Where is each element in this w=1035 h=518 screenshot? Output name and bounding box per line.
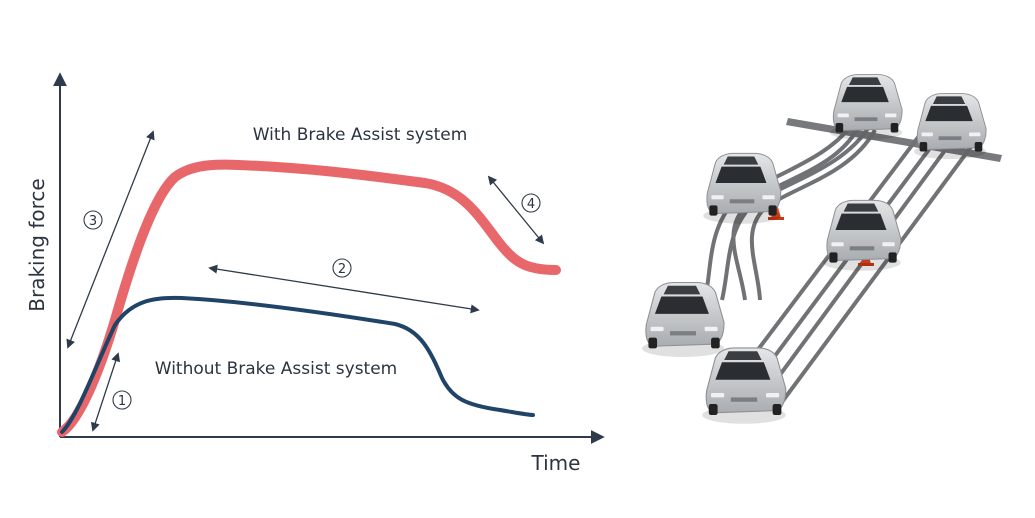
braking-test-illustration [641, 74, 1002, 425]
car-left-front [829, 74, 903, 141]
svg-text:1: 1 [118, 394, 126, 409]
x-axis-label: Time [531, 451, 581, 475]
marker-4: 4 [521, 193, 541, 213]
with-brake-assist-label: With Brake Assist system [253, 125, 468, 145]
car-right-front [913, 93, 987, 160]
marker-3: 3 [83, 210, 103, 230]
car-right-middle [822, 199, 902, 272]
braking-force-graph: Braking force Time With Brake Assist sys… [25, 72, 605, 475]
car-left-middle [702, 152, 782, 225]
marker-2: 2 [332, 258, 352, 278]
arrow-1 [90, 352, 121, 432]
svg-text:4: 4 [527, 197, 535, 212]
with-brake-assist-curve [57, 159, 561, 437]
arrow-3 [66, 130, 155, 349]
marker-1: 1 [112, 390, 132, 410]
arrow-2 [208, 264, 480, 314]
svg-text:3: 3 [89, 214, 97, 229]
svg-text:2: 2 [338, 262, 346, 277]
arrow-4 [487, 175, 545, 245]
y-axis-label: Braking force [25, 178, 49, 311]
car-left-rear [641, 281, 725, 358]
without-brake-assist-label: Without Brake Assist system [155, 359, 397, 379]
car-right-rear [701, 347, 787, 425]
